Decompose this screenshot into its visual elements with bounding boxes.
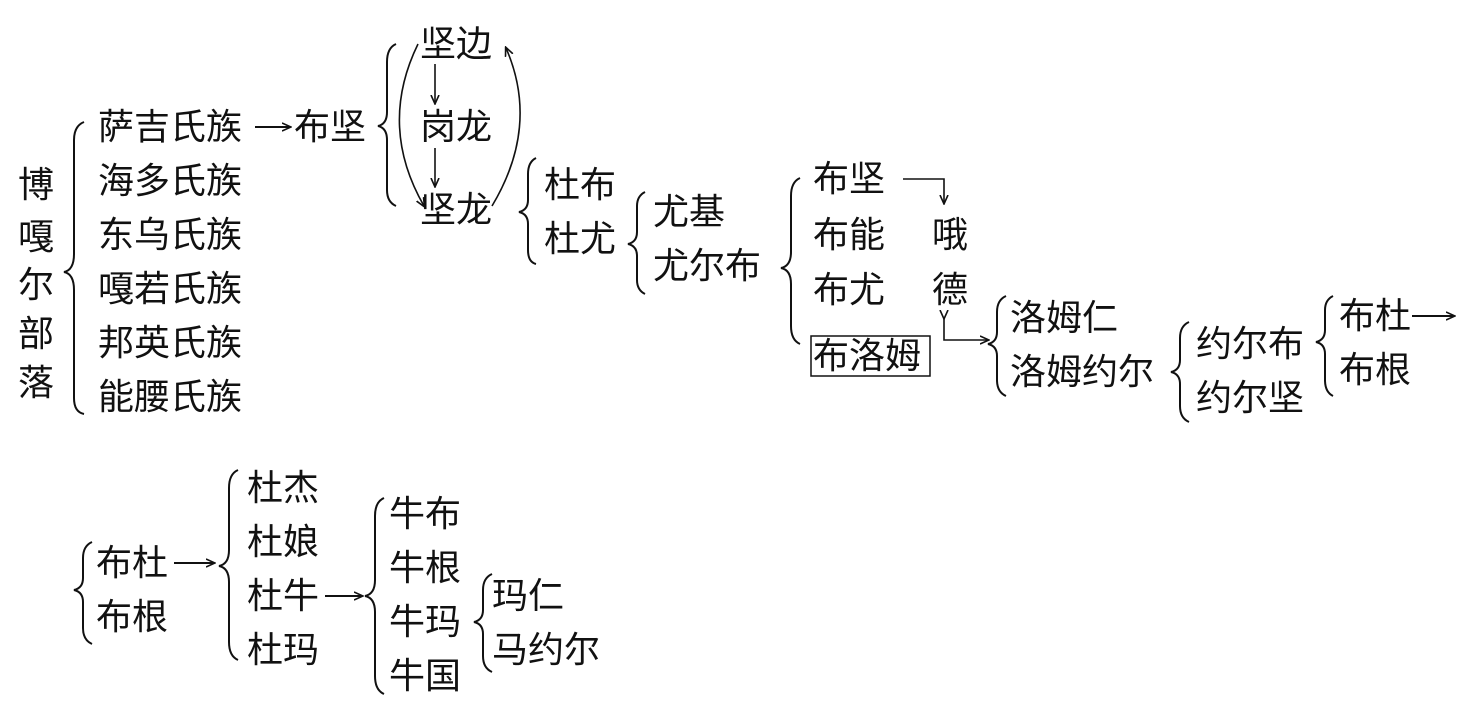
luomuren-label: 洛姆仁 — [1010, 298, 1118, 339]
jianbian-to-jianlong-curve — [398, 43, 424, 206]
maren-label: 玛仁 — [492, 576, 564, 617]
niubu-label: 牛布 — [389, 494, 461, 535]
duyou-label: 杜尤 — [544, 219, 616, 260]
luomuyueer-label: 洛姆约尔 — [1010, 352, 1154, 393]
clan-list: 萨吉氏族 海多氏族 东乌氏族 嘎若氏族 邦英氏族 能腰氏族 — [98, 107, 242, 418]
tribe-brace — [63, 121, 85, 415]
buluomu-to-luomu-arrow — [944, 318, 988, 340]
niuma-label: 牛玛 — [389, 602, 461, 643]
niuguo-label: 牛国 — [389, 656, 461, 697]
lower-bugen-label: 布根 — [96, 597, 168, 638]
jianlong-to-jianbian-curve — [491, 48, 521, 207]
clan-sagi: 萨吉氏族 — [98, 107, 242, 148]
youji-label: 尤基 — [653, 192, 725, 233]
tribe-name: 博 嘎 尔 部 落 — [18, 165, 54, 404]
bujian-to-e-arrow — [903, 178, 944, 203]
youerbu-label: 尤尔布 — [653, 246, 761, 287]
lower-ma-brace — [473, 573, 493, 673]
tribe-char-3: 尔 — [18, 265, 54, 306]
clan-dongwu: 东乌氏族 — [98, 215, 242, 256]
yueerjian-label: 约尔坚 — [1196, 378, 1304, 419]
budu-label: 布杜 — [1339, 296, 1411, 337]
lower-budu-label: 布杜 — [96, 543, 168, 584]
buluomu-box — [810, 335, 931, 377]
tribe-char-5: 落 — [18, 363, 54, 404]
de-char: 德 — [932, 270, 968, 311]
budu-brace — [1315, 295, 1334, 397]
clan-bangying: 邦英氏族 — [98, 323, 242, 364]
jian-brace — [377, 43, 397, 207]
duniang-label: 杜娘 — [247, 522, 319, 563]
duniu-label: 杜牛 — [247, 576, 319, 617]
ganglong-label: 岗龙 — [420, 107, 492, 148]
lower-du-brace — [218, 469, 239, 661]
bu-brace — [780, 177, 801, 345]
e-char: 哦 — [932, 215, 968, 256]
tribe-char-1: 博 — [18, 165, 54, 206]
du-brace — [518, 157, 537, 265]
buyou-label: 布尤 — [813, 270, 885, 311]
buneng-label: 布能 — [813, 215, 885, 256]
bugen-label: 布根 — [1339, 350, 1411, 391]
clan-nengyao: 能腰氏族 — [98, 377, 242, 418]
dubu-label: 杜布 — [544, 165, 616, 206]
you-brace — [627, 191, 646, 295]
bujian2-label: 布坚 — [813, 159, 885, 200]
lower-left-brace — [73, 541, 93, 645]
bujian-label: 布坚 — [294, 107, 366, 148]
mayueer-label: 马约尔 — [492, 630, 600, 671]
luomu-brace — [987, 295, 1007, 397]
jianbian-label: 坚边 — [420, 24, 492, 65]
clan-garuo: 嘎若氏族 — [98, 269, 242, 310]
buluomu-label: 布洛姆 — [813, 336, 921, 377]
duma-label: 杜玛 — [247, 630, 319, 671]
tribe-char-2: 嘎 — [18, 217, 54, 258]
clan-haiduo: 海多氏族 — [98, 161, 242, 202]
jianlong-label: 坚龙 — [420, 190, 492, 231]
yueerbu-label: 约尔布 — [1196, 324, 1304, 365]
yueer-brace — [1170, 321, 1190, 423]
lower-niu-brace — [364, 497, 385, 695]
dujie-label: 杜杰 — [247, 468, 319, 509]
tribe-char-4: 部 — [18, 314, 54, 355]
niugen-label: 牛根 — [389, 548, 461, 589]
